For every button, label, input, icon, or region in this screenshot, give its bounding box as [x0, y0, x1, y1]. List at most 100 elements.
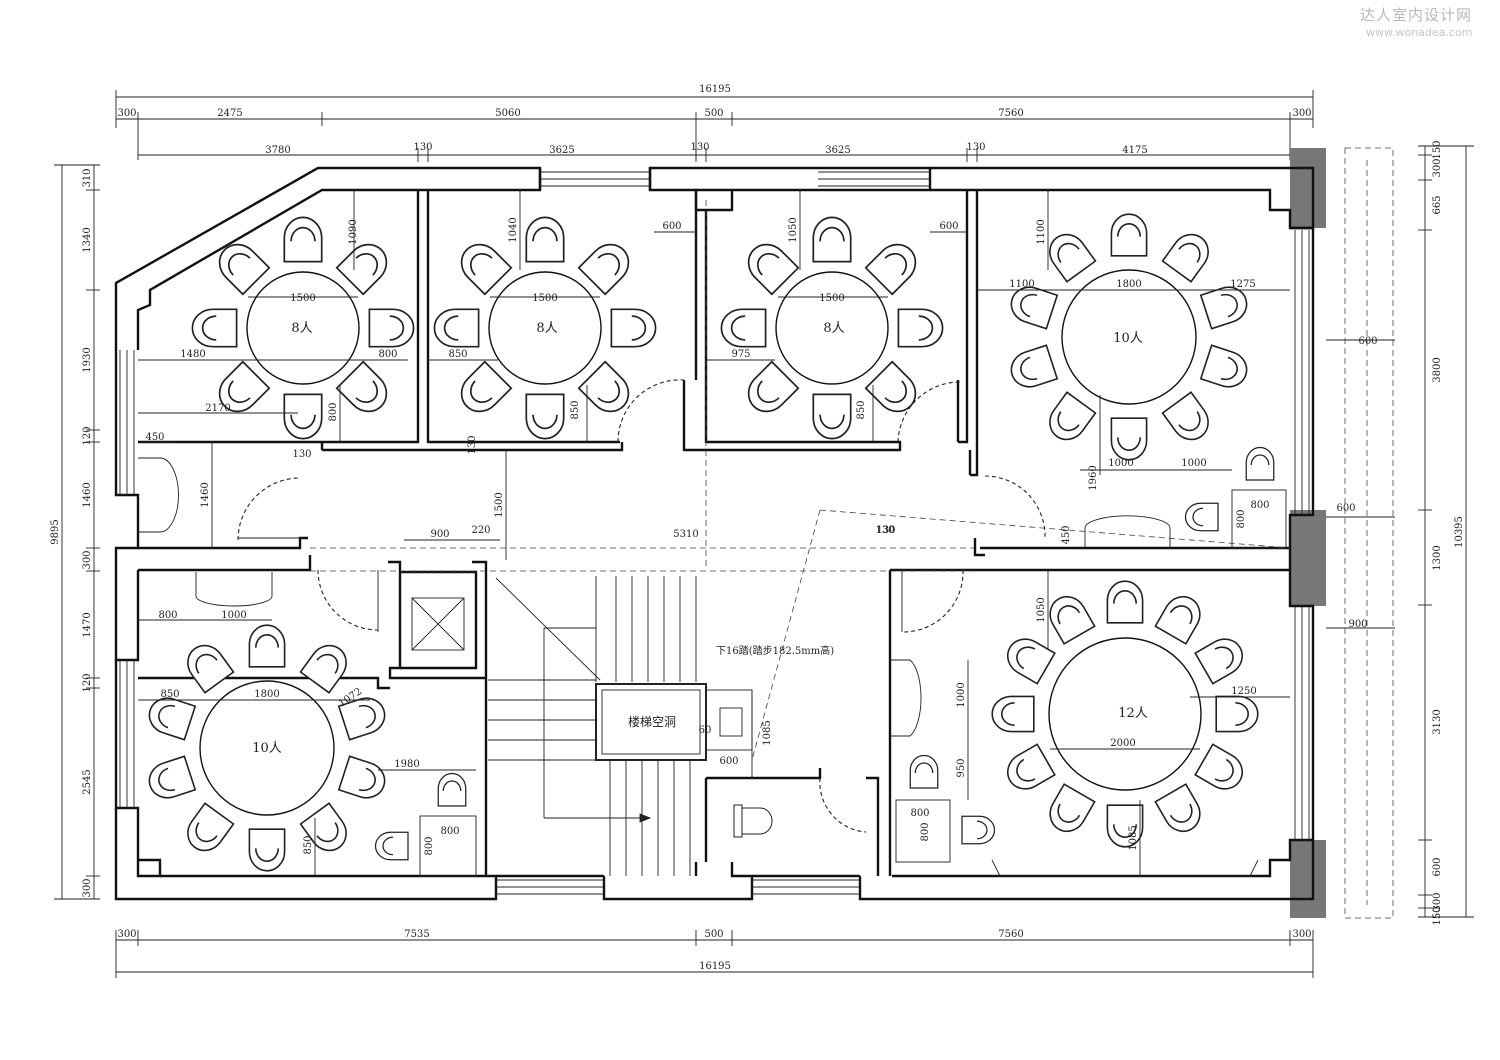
misc-dim-14: 600 [719, 756, 738, 767]
dim-top-r3-6: 4175 [1122, 145, 1147, 156]
chair [525, 393, 565, 440]
chair [812, 393, 852, 440]
dim-bottom-0: 300 [117, 929, 136, 940]
dim-left-2: 1930 [82, 347, 93, 372]
chair [191, 308, 238, 348]
room6-note-3: 950 [956, 758, 967, 777]
dim-right-1: 300 [1432, 158, 1443, 177]
room5-label: 10人 [252, 741, 282, 756]
table-top [246, 271, 360, 385]
chair [720, 308, 767, 348]
room6-note-4: 800 [910, 808, 929, 819]
room1-note-0: 1090 [348, 219, 359, 244]
dim-right-overall: 10395 [1454, 516, 1465, 548]
misc-dim-11: 130 [875, 525, 894, 536]
toilet [733, 804, 773, 838]
room3-note-1: 975 [731, 349, 750, 360]
chair [1041, 226, 1097, 283]
room1-note-3: 2170 [205, 403, 230, 414]
dim-top-r3-1: 130 [413, 142, 432, 153]
chair [577, 235, 638, 296]
chair [179, 802, 235, 859]
room6-label: 12人 [1118, 706, 1148, 721]
misc-dim-1: 600 [939, 221, 958, 232]
round-table-1 [191, 216, 415, 440]
misc-dim-0: 600 [662, 221, 681, 232]
chair [1199, 344, 1253, 393]
chair [1106, 580, 1144, 624]
chair [337, 755, 391, 804]
chair [452, 235, 513, 296]
chair [1042, 589, 1096, 645]
chair [335, 235, 396, 296]
round-table-5 [143, 624, 391, 872]
chair [1161, 226, 1217, 283]
chair [283, 216, 323, 263]
chair [299, 637, 355, 694]
chair [525, 216, 565, 263]
misc-dim-7: 1500 [494, 492, 505, 517]
chair [1154, 783, 1208, 839]
round-table-4 [1005, 213, 1253, 461]
room4-note-1: 1100 [1009, 279, 1034, 290]
room5-note-5: 850 [303, 835, 314, 854]
room6-note-5: 800 [920, 822, 931, 841]
dim-top-r2-0: 300 [117, 108, 136, 119]
dim-top-r2-3: 500 [704, 108, 723, 119]
chair [433, 308, 480, 348]
chair [991, 695, 1035, 733]
plan-labels: 16195 300 2475 5060 500 7560 300 3780 13… [50, 84, 1465, 972]
chair [812, 216, 852, 263]
room2-note-2: 850 [570, 400, 581, 419]
watermark-url: www.wonadea.com [1366, 26, 1473, 39]
chair [143, 755, 197, 804]
dim-right-inner-2: 900 [1348, 619, 1367, 630]
misc-dim-3: 1460 [200, 482, 211, 507]
room3-table-dim: 1500 [819, 293, 844, 304]
room5-note-0: 800 [158, 610, 177, 621]
room1-note-4: 800 [328, 402, 339, 421]
dim-bottom-overall: 16195 [699, 961, 731, 972]
dim-top-r2-5: 300 [1292, 108, 1311, 119]
dim-right-6: 600 [1432, 857, 1443, 876]
dim-top-r3-2: 3625 [549, 145, 574, 156]
dim-right-3: 3800 [1432, 357, 1443, 382]
misc-dim-6: 130 [876, 525, 895, 536]
room5-note-1: 1000 [221, 610, 246, 621]
room4-note-5: 1960 [1088, 465, 1099, 490]
misc-dim-2: 450 [145, 432, 164, 443]
misc-dim-4: 130 [292, 449, 311, 460]
table-top [488, 271, 602, 385]
room5-note-4: 1980 [394, 759, 419, 770]
table-top [1048, 637, 1202, 791]
room4-note-0: 1100 [1036, 219, 1047, 244]
elevator [411, 597, 465, 651]
chair [210, 235, 271, 296]
chair [1194, 743, 1250, 797]
room2-note-0: 1040 [508, 217, 519, 242]
dim-bottom-2: 500 [704, 929, 723, 940]
chair [1161, 391, 1217, 448]
room2-label: 8人 [536, 321, 557, 336]
dim-top-r2-4: 7560 [998, 108, 1023, 119]
room1-note-2: 800 [378, 349, 397, 360]
chair [864, 360, 925, 421]
table-top [1061, 269, 1197, 405]
room6-note-6: 1085 [1128, 825, 1139, 850]
dim-right-5: 3130 [1432, 709, 1443, 734]
dim-right-inner-1: 600 [1336, 503, 1355, 514]
chair [335, 360, 396, 421]
dim-top-r3-5: 130 [966, 142, 985, 153]
room4-note-7: 800 [1236, 509, 1247, 528]
room1-note-1: 1480 [180, 349, 205, 360]
room6-note-1: 1250 [1231, 686, 1256, 697]
service-furniture [138, 457, 1287, 877]
watermark-name: 达人室内设计网 [1360, 6, 1473, 24]
furniture-guides [138, 190, 1290, 876]
room1-table-dim: 1500 [290, 293, 315, 304]
dim-left-1: 1340 [82, 227, 93, 252]
room5-note-2: 850 [160, 689, 179, 700]
table-top [199, 680, 335, 816]
dim-left-9: 300 [82, 878, 93, 897]
